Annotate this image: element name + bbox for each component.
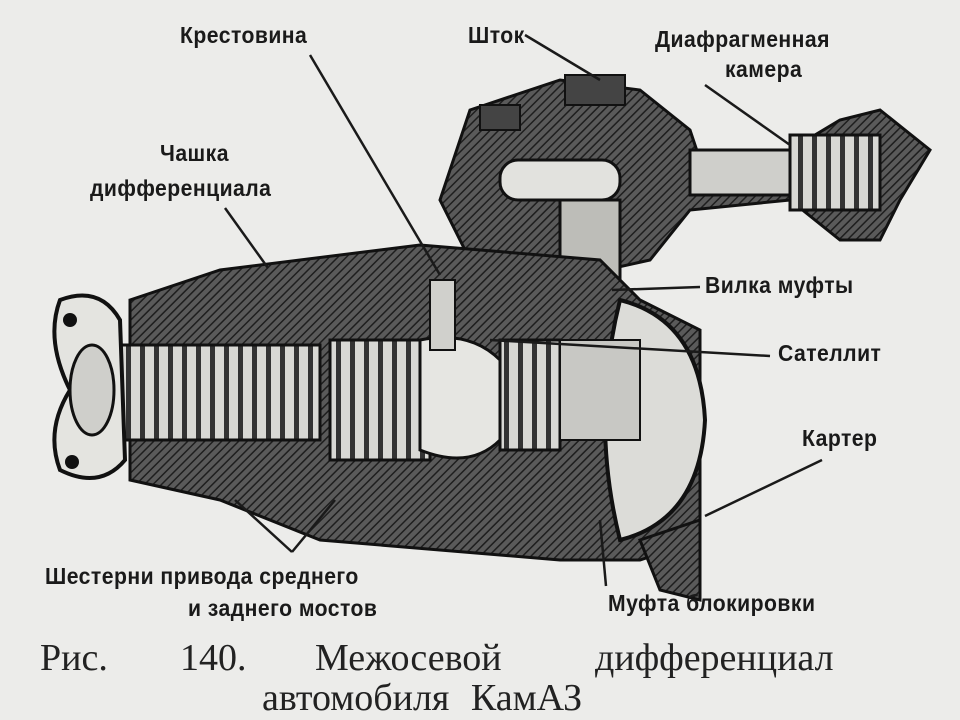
label-gears-line1: Шестерни привода среднего bbox=[45, 563, 359, 589]
label-satellite: Сателлит bbox=[778, 340, 882, 366]
input-flange bbox=[52, 293, 322, 480]
caption-line2: автомобиля КамАЗ bbox=[262, 677, 583, 719]
caption-word2: дифференциал bbox=[595, 637, 834, 679]
caption-word1: Межосевой bbox=[315, 637, 502, 679]
label-cup-line2: дифференциала bbox=[90, 175, 272, 201]
label-carter: Картер bbox=[802, 425, 878, 451]
differential-housing bbox=[128, 243, 708, 602]
label-shtok: Шток bbox=[468, 22, 525, 48]
label-diaphragm-line1: Диафрагменная bbox=[655, 26, 830, 52]
caption-number: 140. bbox=[180, 637, 247, 679]
label-diaphragm-line2: камера bbox=[725, 56, 803, 82]
label-krestovina: Крестовина bbox=[180, 22, 308, 48]
label-fork: Вилка муфты bbox=[705, 272, 854, 298]
label-lock-clutch: Муфта блокировки bbox=[608, 590, 816, 616]
diaphragm-chamber bbox=[438, 74, 932, 282]
label-cup-line1: Чашка bbox=[160, 140, 229, 166]
label-gears-line2: и заднего мостов bbox=[188, 595, 378, 621]
caption-prefix: Рис. bbox=[40, 637, 108, 679]
leader-lines bbox=[223, 33, 823, 587]
